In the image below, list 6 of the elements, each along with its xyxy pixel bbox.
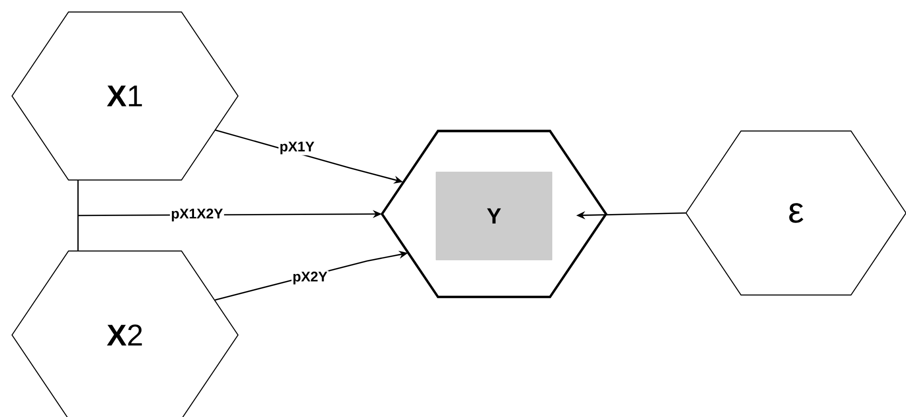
edge-label: pX2Y [292, 270, 329, 286]
variable-box: Y [436, 172, 552, 260]
edge-label: pX1Y [278, 140, 316, 156]
edge-label: pX1X2Y [170, 208, 224, 222]
connector-line [77, 180, 79, 251]
hexagon [380, 130, 608, 298]
